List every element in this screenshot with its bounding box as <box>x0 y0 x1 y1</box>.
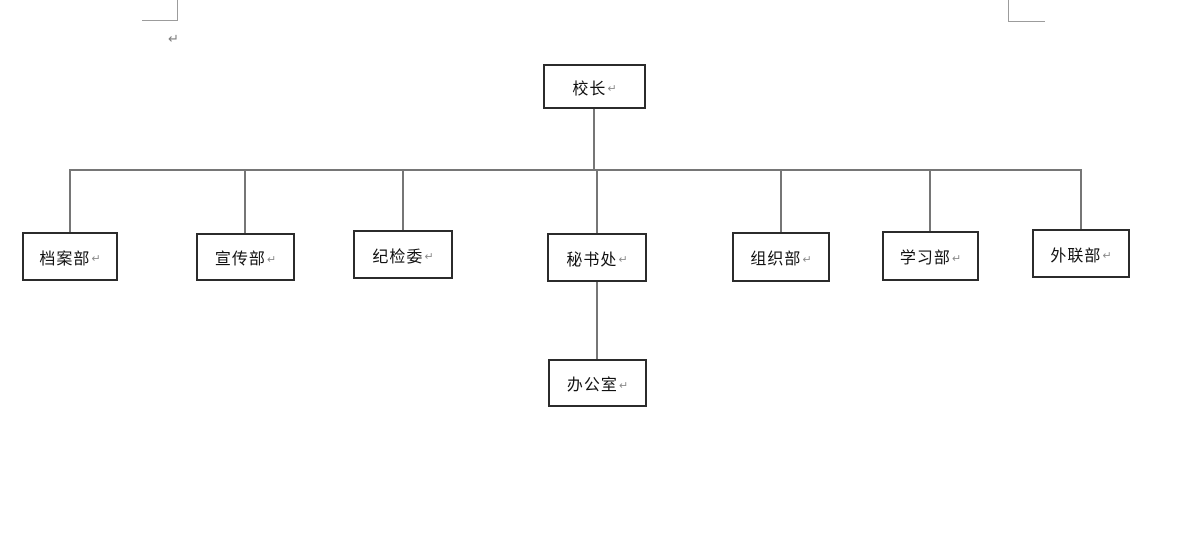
org-box-study-dept[interactable]: 学习部↵ <box>882 231 979 281</box>
paragraph-mark: ↵ <box>168 31 179 46</box>
org-box-office-label: 办公室 <box>566 377 618 394</box>
org-box-office[interactable]: 办公室↵ <box>548 359 647 407</box>
org-box-discipline-committee[interactable]: 纪检委↵ <box>353 230 453 279</box>
org-box-discipline-committee-label: 纪检委 <box>372 248 424 266</box>
org-box-secretariat[interactable]: 秘书处↵ <box>547 233 647 282</box>
org-box-organization-dept[interactable]: 组织部↵ <box>732 232 830 282</box>
connector-drop-study <box>929 169 931 231</box>
paragraph-mark: ↵ <box>91 253 101 265</box>
org-box-external-relations-dept-label: 外联部 <box>1050 247 1102 265</box>
connector-drop-publicity <box>244 169 246 233</box>
crop-mark-top-left-horizontal <box>142 20 178 21</box>
crop-mark-top-right-horizontal <box>1008 21 1045 22</box>
crop-mark-top-right-vertical <box>1008 0 1009 21</box>
paragraph-mark: ↵ <box>951 252 962 265</box>
connector-drop-discipline <box>402 169 404 230</box>
org-box-study-dept-label: 学习部 <box>899 250 951 267</box>
paragraph-mark: ↵ <box>618 254 628 266</box>
connector-bus-horizontal <box>69 169 1082 171</box>
paragraph-mark: ↵ <box>618 379 629 392</box>
connector-secretariat-office <box>596 282 598 359</box>
paragraph-mark: ↵ <box>1102 250 1112 262</box>
org-box-archives-dept-label: 档案部 <box>39 250 91 268</box>
paragraph-mark: ↵ <box>607 83 617 95</box>
connector-drop-organization <box>780 169 782 232</box>
org-box-external-relations-dept[interactable]: 外联部↵ <box>1032 229 1130 278</box>
paragraph-mark: ↵ <box>424 251 434 263</box>
org-box-organization-dept-label: 组织部 <box>750 251 802 268</box>
org-box-secretariat-label: 秘书处 <box>566 251 618 269</box>
crop-mark-top-left-vertical <box>177 0 178 20</box>
connector-drop-secretariat <box>596 169 598 233</box>
org-box-principal[interactable]: 校长↵ <box>543 64 646 109</box>
org-box-publicity-dept-label: 宣传部 <box>214 251 266 268</box>
paragraph-mark: ↵ <box>266 253 277 266</box>
org-box-archives-dept[interactable]: 档案部↵ <box>22 232 118 281</box>
paragraph-mark: ↵ <box>802 253 812 266</box>
connector-drop-archives <box>69 169 71 232</box>
org-box-principal-label: 校长 <box>572 80 607 98</box>
connector-drop-external <box>1080 169 1082 229</box>
connector-root-vertical <box>593 109 595 170</box>
org-box-publicity-dept[interactable]: 宣传部↵ <box>196 233 295 281</box>
